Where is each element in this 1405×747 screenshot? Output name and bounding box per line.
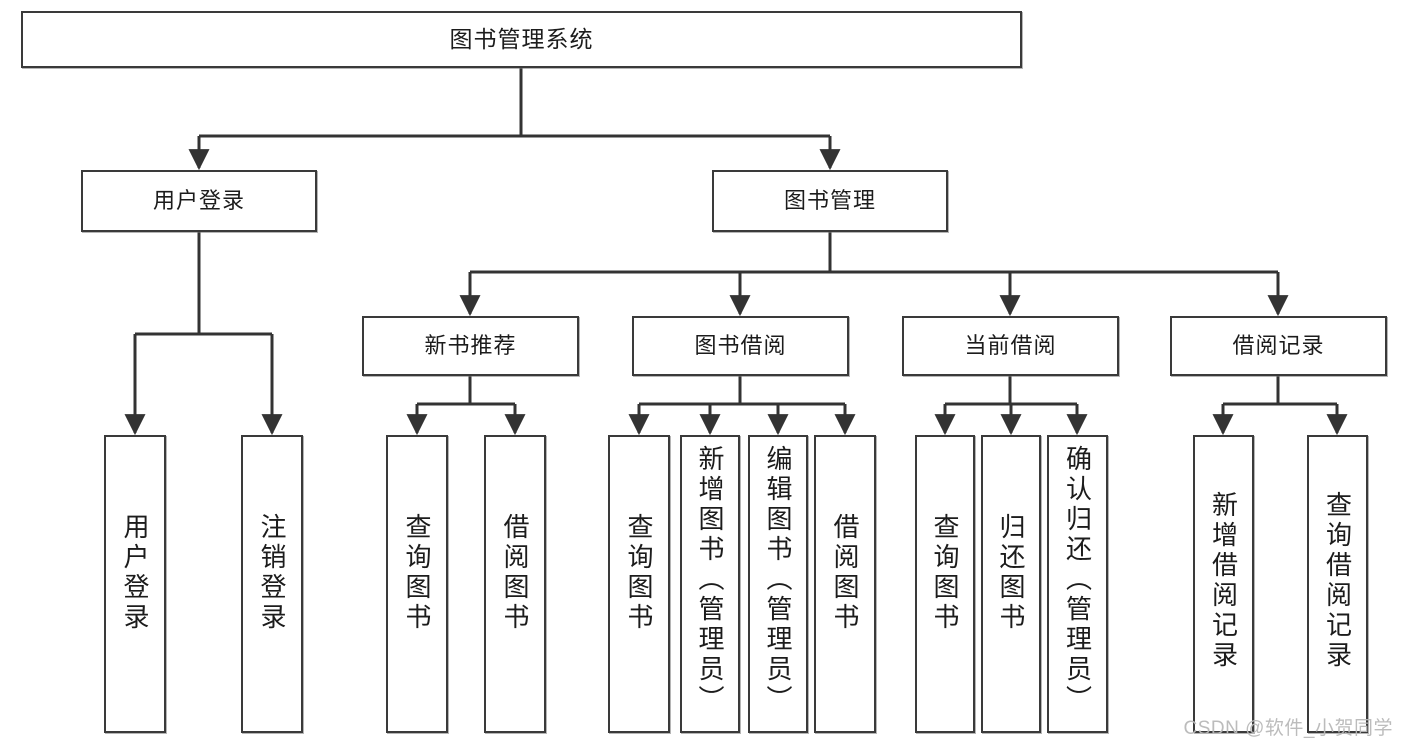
- node-label: 查询图书: [624, 513, 655, 633]
- node-label: 查询图书: [402, 513, 433, 633]
- node-label: 注销登录: [257, 513, 288, 633]
- leaf-query-book-newbook[interactable]: 查询图书: [386, 435, 448, 733]
- node-book-borrow[interactable]: 图书借阅: [632, 316, 849, 376]
- node-root-system[interactable]: 图书管理系统: [21, 11, 1022, 68]
- node-user-login[interactable]: 用户登录: [81, 170, 317, 232]
- leaf-query-book-current[interactable]: 查询图书: [915, 435, 975, 733]
- node-label: 借阅记录: [1232, 333, 1325, 359]
- leaf-user-login[interactable]: 用户登录: [104, 435, 166, 733]
- node-label: 新增借阅记录: [1208, 491, 1239, 671]
- leaf-add-book-admin[interactable]: 新增图书（管理员）: [680, 435, 740, 733]
- node-label: 借阅图书: [830, 513, 861, 633]
- node-current-borrow[interactable]: 当前借阅: [902, 316, 1119, 376]
- leaf-edit-book-admin[interactable]: 编辑图书（管理员）: [748, 435, 808, 733]
- node-label: 编辑图书（管理员）: [763, 445, 794, 715]
- node-label: 当前借阅: [964, 333, 1057, 359]
- leaf-confirm-return-admin[interactable]: 确认归还（管理员）: [1047, 435, 1108, 733]
- leaf-logout[interactable]: 注销登录: [241, 435, 303, 733]
- node-borrow-record[interactable]: 借阅记录: [1170, 316, 1387, 376]
- leaf-return-book[interactable]: 归还图书: [981, 435, 1041, 733]
- node-label: 归还图书: [996, 513, 1027, 633]
- leaf-query-borrow-record[interactable]: 查询借阅记录: [1307, 435, 1368, 733]
- node-label: 图书借阅: [694, 333, 787, 359]
- node-label: 新增图书（管理员）: [695, 445, 726, 715]
- leaf-add-borrow-record[interactable]: 新增借阅记录: [1193, 435, 1254, 733]
- node-label: 确认归还（管理员）: [1062, 445, 1093, 715]
- node-label: 图书管理系统: [449, 26, 594, 53]
- node-label: 查询借阅记录: [1322, 491, 1353, 671]
- leaf-borrow-book[interactable]: 借阅图书: [814, 435, 876, 733]
- leaf-borrow-book-newbook[interactable]: 借阅图书: [484, 435, 546, 733]
- node-label: 图书管理: [783, 188, 876, 214]
- node-label: 新书推荐: [424, 333, 517, 359]
- node-label: 用户登录: [120, 513, 151, 633]
- node-label: 查询图书: [930, 513, 961, 633]
- node-label: 借阅图书: [500, 513, 531, 633]
- watermark: CSDN @软件_小贺同学: [1183, 718, 1393, 739]
- node-label: 用户登录: [152, 188, 245, 214]
- node-new-book-recommend[interactable]: 新书推荐: [362, 316, 579, 376]
- leaf-query-book-borrow[interactable]: 查询图书: [608, 435, 670, 733]
- node-book-management[interactable]: 图书管理: [712, 170, 948, 232]
